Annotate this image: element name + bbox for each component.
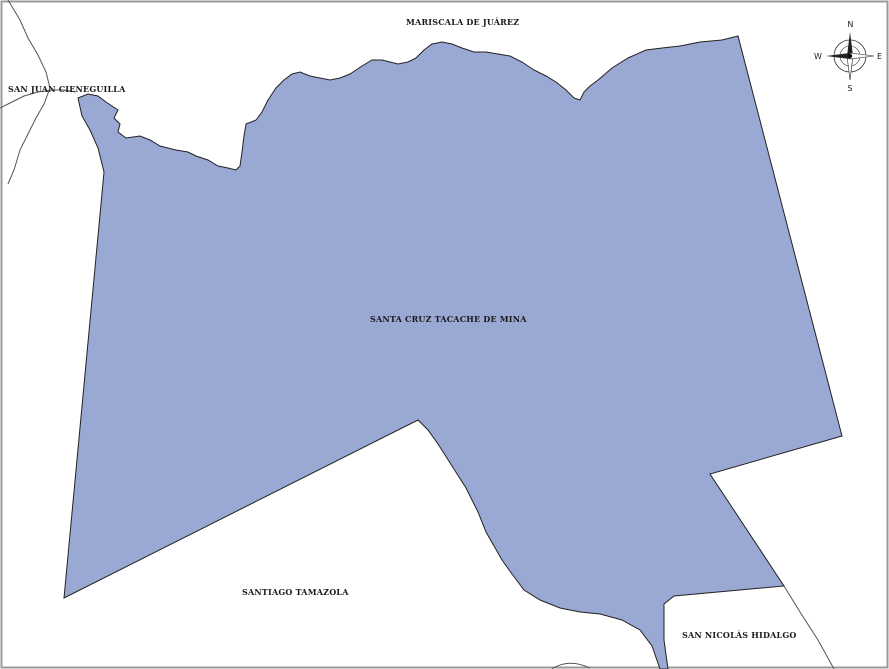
compass-west-point [826, 53, 850, 59]
label-southwest-neighbor: SANTIAGO TAMAZOLA [242, 587, 349, 597]
compass-west-letter: W [814, 52, 822, 61]
compass-center-dot [847, 53, 853, 59]
label-northwest-neighbor: SAN JUAN CIENEGUILLA [8, 84, 126, 94]
label-north-neighbor: MARISCALA DE JUÁREZ [406, 17, 519, 27]
compass-sw-point [838, 56, 850, 68]
label-municipality: SANTA CRUZ TACACHE DE MINA [370, 314, 527, 324]
compass-north-letter: N [847, 20, 853, 29]
south-neighbor-boundary [551, 662, 591, 669]
compass-north-point [847, 32, 853, 56]
compass-ne-point [850, 44, 862, 56]
southeast-neighbor-boundary [783, 585, 835, 669]
west-neighbor-boundary [0, 89, 77, 109]
northwest-neighbor-boundary [7, 0, 51, 185]
label-southeast-neighbor: SAN NICOLÁS HIDALGO [682, 630, 797, 640]
compass-se-point [850, 56, 862, 68]
compass-east-letter: E [877, 52, 882, 61]
compass-south-point [846, 55, 854, 81]
compass-south-letter: S [847, 84, 852, 93]
municipality-area-santa-cruz-tacache-de-mina [63, 35, 843, 669]
compass-nw-point [838, 44, 850, 56]
compass-east-point [849, 52, 875, 60]
compass-rose-icon: N S E W [814, 20, 882, 93]
